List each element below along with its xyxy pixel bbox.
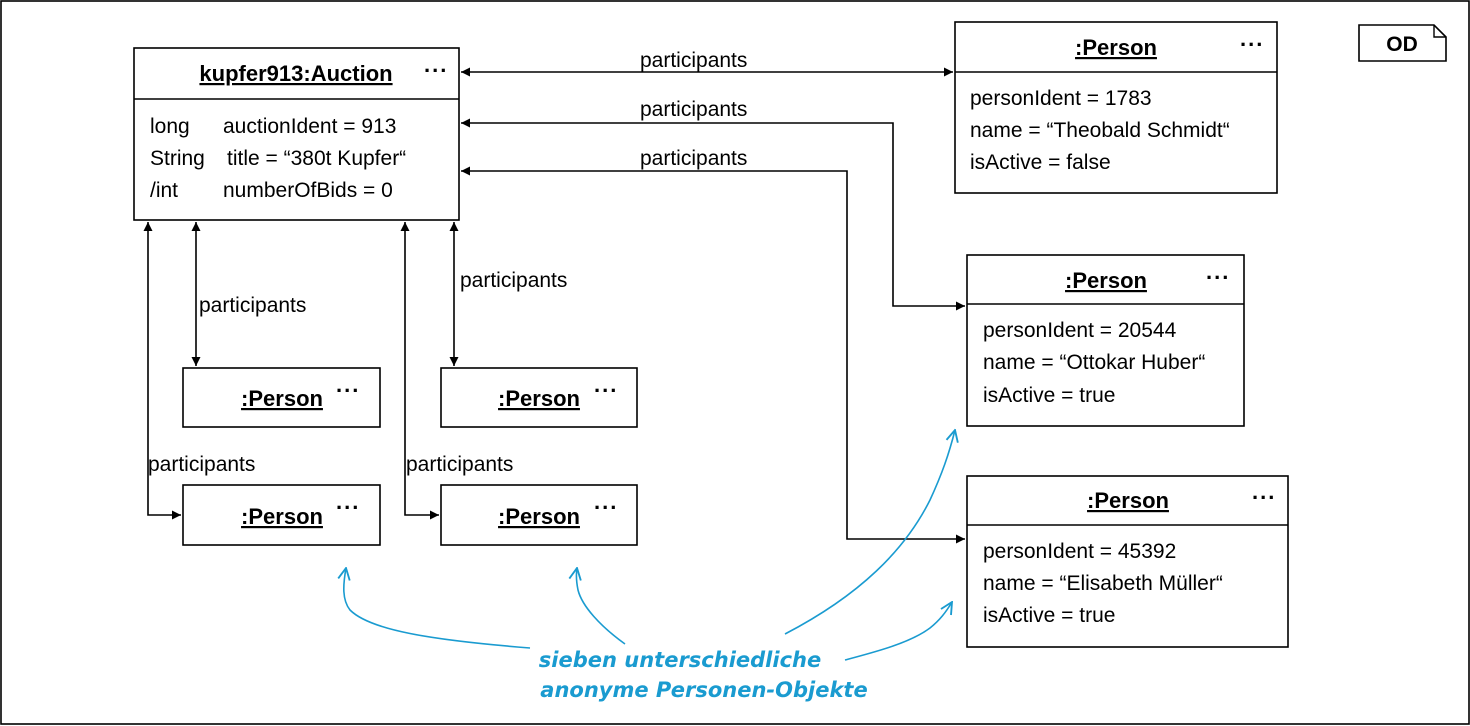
- auction-attr-value: title = “380t Kupfer“: [227, 147, 406, 170]
- association-link: [400, 222, 439, 520]
- annotation-arrow: [844, 602, 952, 661]
- diagram-type-label: OD: [1386, 33, 1418, 56]
- person-more-icon: ...: [594, 372, 618, 397]
- person-attr: personIdent = 45392: [983, 540, 1176, 563]
- person-title: :Person: [1065, 268, 1147, 293]
- person-attr: personIdent = 20544: [983, 319, 1177, 342]
- auction-attr-value: auctionIdent = 913: [223, 115, 396, 138]
- person-more-icon: ...: [1206, 259, 1230, 284]
- person-attr: isActive = true: [983, 384, 1115, 407]
- auction-more-icon: ...: [424, 52, 448, 77]
- annotation-arrow: [344, 568, 531, 649]
- person-object-anonymous: :Person ...: [182, 484, 381, 546]
- association-label: participants: [148, 453, 255, 476]
- person-more-icon: ...: [1240, 26, 1264, 51]
- person-attr: personIdent = 1783: [970, 87, 1152, 110]
- auction-title: kupfer913:Auction: [199, 61, 392, 86]
- person-title: :Person: [498, 504, 580, 529]
- annotation-pointers: [344, 430, 955, 661]
- auction-attr-value: numberOfBids = 0: [223, 179, 393, 202]
- association-label: participants: [199, 294, 306, 317]
- annotation-text: sieben unterschiedliche: [539, 648, 821, 672]
- person-attr: isActive = false: [970, 151, 1111, 174]
- person-more-icon: ...: [336, 489, 360, 514]
- person-attr: name = “Ottokar Huber“: [983, 351, 1205, 374]
- person-object-anonymous: :Person ...: [182, 367, 381, 428]
- auction-attr-type: long: [150, 115, 190, 138]
- association-label: participants: [640, 49, 747, 72]
- person-title: :Person: [241, 504, 323, 529]
- person-object-detailed: :Person ... personIdent = 45392 name = “…: [966, 475, 1289, 648]
- person-title: :Person: [498, 386, 580, 411]
- person-more-icon: ...: [594, 489, 618, 514]
- person-title: :Person: [241, 386, 323, 411]
- person-object-detailed: :Person ... personIdent = 20544 name = “…: [966, 254, 1245, 427]
- person-more-icon: ...: [336, 372, 360, 397]
- association-label: participants: [406, 453, 513, 476]
- person-attr: name = “Theobald Schmidt“: [970, 119, 1230, 142]
- person-attr: name = “Elisabeth Müller“: [983, 572, 1223, 595]
- association-link: [461, 166, 965, 544]
- annotation-text: anonyme Personen-Objekte: [540, 678, 867, 702]
- annotation-arrow: [576, 568, 626, 645]
- association-label: participants: [640, 98, 747, 121]
- association-label: participants: [640, 147, 747, 170]
- person-attr: isActive = true: [983, 604, 1115, 627]
- person-object-anonymous: :Person ...: [440, 367, 638, 428]
- auction-attr-type: /int: [150, 179, 178, 202]
- person-title: :Person: [1087, 488, 1169, 513]
- person-title: :Person: [1075, 35, 1157, 60]
- person-object-detailed: :Person ... personIdent = 1783 name = “T…: [954, 21, 1278, 194]
- person-more-icon: ...: [1252, 479, 1276, 504]
- person-object-anonymous: :Person ...: [440, 484, 638, 546]
- annotation-arrow: [784, 430, 955, 635]
- association-link: [143, 222, 181, 520]
- auction-object: kupfer913:Auction ... long auctionIdent …: [133, 47, 460, 221]
- diagram-type-tag: OD: [1358, 24, 1447, 62]
- association-label: participants: [460, 269, 567, 292]
- auction-attr-type: String: [150, 147, 205, 170]
